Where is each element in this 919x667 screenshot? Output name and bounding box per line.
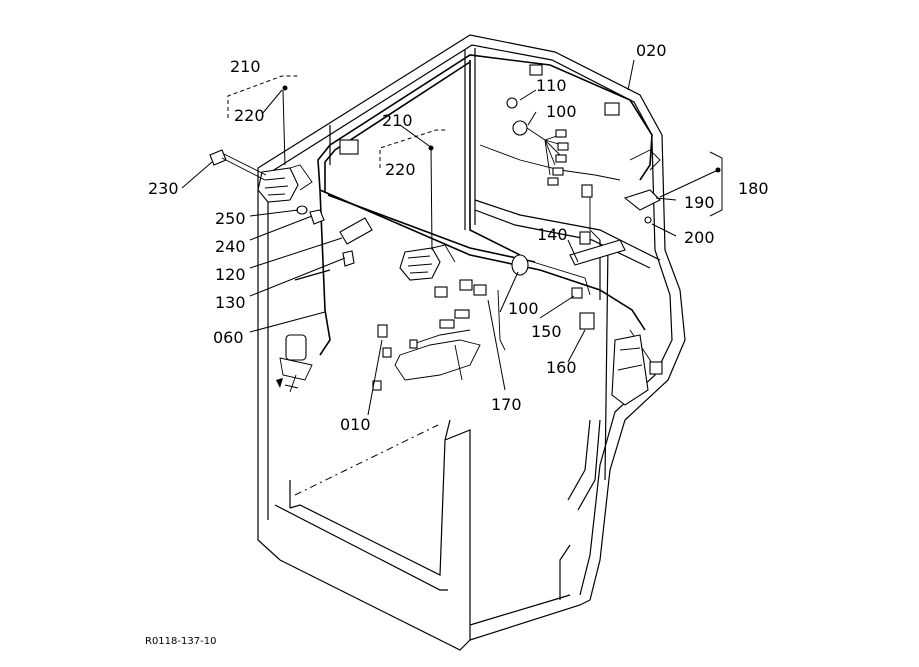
label-230: 230 bbox=[148, 179, 179, 198]
label-150: 150 bbox=[531, 322, 562, 341]
label-110: 110 bbox=[536, 76, 567, 95]
work-light-left bbox=[257, 164, 313, 203]
components bbox=[209, 64, 663, 406]
label-210-center: 210 bbox=[382, 111, 413, 130]
label-250: 250 bbox=[215, 209, 246, 228]
part-labels: 210 220 230 250 240 120 130 060 210 220 … bbox=[148, 41, 769, 434]
label-200: 200 bbox=[684, 228, 715, 247]
fuse-130 bbox=[342, 250, 355, 267]
connectors-010 bbox=[372, 279, 487, 391]
relay-160 bbox=[579, 312, 595, 330]
beacon-180 bbox=[623, 189, 661, 224]
relay-150 bbox=[571, 287, 583, 299]
rear-connector bbox=[581, 184, 593, 198]
label-100-upper: 100 bbox=[546, 102, 577, 121]
label-100-lower: 100 bbox=[508, 299, 539, 318]
cab-frame bbox=[257, 34, 686, 651]
washer-250 bbox=[296, 205, 308, 215]
room-lamp bbox=[506, 97, 569, 186]
front-connector bbox=[529, 64, 543, 76]
label-060: 060 bbox=[213, 328, 244, 347]
nut-240 bbox=[309, 209, 325, 225]
relay-140 bbox=[569, 231, 626, 266]
label-210-left: 210 bbox=[230, 57, 261, 76]
main-harness bbox=[317, 54, 661, 381]
rear-connector-2 bbox=[604, 102, 620, 116]
label-140: 140 bbox=[537, 225, 568, 244]
bolt-230 bbox=[209, 149, 267, 181]
switch-120 bbox=[339, 217, 373, 245]
label-120: 120 bbox=[215, 265, 246, 284]
grommet-170 bbox=[511, 254, 529, 276]
washer-tank bbox=[611, 334, 663, 406]
work-light-center bbox=[399, 244, 456, 281]
left-connector bbox=[339, 139, 359, 155]
label-020: 020 bbox=[636, 41, 667, 60]
label-180: 180 bbox=[738, 179, 769, 198]
label-220-left: 220 bbox=[234, 106, 265, 125]
label-160: 160 bbox=[546, 358, 577, 377]
wiper-motor-060 bbox=[276, 334, 313, 393]
label-170: 170 bbox=[491, 395, 522, 414]
label-240: 240 bbox=[215, 237, 246, 256]
label-190: 190 bbox=[684, 193, 715, 212]
label-220-center: 220 bbox=[385, 160, 416, 179]
leader-lines bbox=[181, 59, 723, 416]
label-010: 010 bbox=[340, 415, 371, 434]
reference-code: R0118-137-10 bbox=[145, 636, 216, 647]
label-130: 130 bbox=[215, 293, 246, 312]
